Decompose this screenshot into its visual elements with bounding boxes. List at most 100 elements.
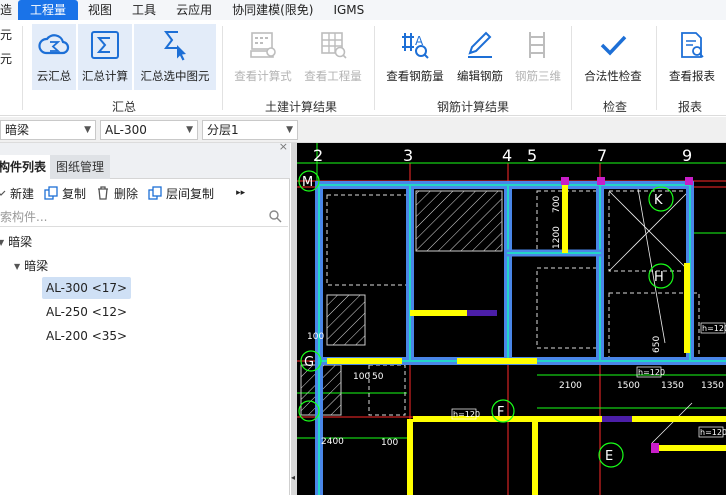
hatched-region bbox=[415, 190, 503, 252]
axis-label: G bbox=[304, 355, 314, 370]
validity-check-button[interactable]: 合法性检查 bbox=[578, 24, 648, 90]
dim-text: 1500 bbox=[617, 381, 640, 391]
dim-text: 2100 bbox=[559, 381, 582, 391]
copy-button-label: 复制 bbox=[62, 186, 87, 201]
new-button[interactable]: 新建 bbox=[0, 185, 34, 202]
menu-item-construct[interactable]: 造 bbox=[0, 3, 13, 17]
grid-label: 3 bbox=[403, 146, 413, 165]
axis-label: M bbox=[302, 175, 313, 190]
component-panel: × 构件列表 图纸管理 新建 复制 删除 层间复制 ▸▸ 搜索构件... ▼暗梁 bbox=[0, 140, 290, 495]
summary-selected-button[interactable]: 汇总选中图元 bbox=[134, 24, 216, 90]
tab-component-list[interactable]: 构件列表 bbox=[0, 155, 54, 179]
tree-item-al250[interactable]: AL-250 <12> bbox=[46, 305, 128, 319]
slab-tag: h=120 bbox=[700, 428, 726, 437]
view-rebar-qty-label: 查看钢筋量 bbox=[386, 69, 444, 83]
menu-item-igms[interactable]: IGMS bbox=[333, 3, 365, 17]
floor-copy-icon bbox=[148, 186, 162, 200]
menu-item-quantity[interactable]: 工程量 bbox=[18, 0, 79, 20]
axis-label: E bbox=[605, 449, 613, 464]
delete-button[interactable]: 删除 bbox=[96, 185, 138, 202]
sigma-icon bbox=[86, 26, 124, 64]
tree-node-group[interactable]: ▼暗梁 bbox=[14, 255, 48, 277]
tree-item-al300[interactable]: AL-300 <17> bbox=[42, 277, 132, 299]
rebar-3d-label: 钢筋三维 bbox=[515, 69, 561, 83]
component-search-input[interactable]: 搜索构件... bbox=[0, 207, 288, 227]
collapse-left-icon[interactable]: ◂ bbox=[291, 473, 296, 482]
menu-item-cloud[interactable]: 云应用 bbox=[176, 3, 213, 17]
view-report-label: 查看报表 bbox=[669, 69, 715, 83]
cad-drawing-canvas[interactable]: 2 3 4 5 7 9 M K H G F E 2100 15 bbox=[297, 143, 726, 495]
dim-text: 2400 bbox=[321, 437, 344, 447]
ribbon-cut-label-1[interactable]: 元 bbox=[0, 28, 13, 42]
slab-tag: h=120 bbox=[638, 368, 665, 377]
walls bbox=[327, 185, 726, 495]
menu-item-tools[interactable]: 工具 bbox=[132, 3, 157, 17]
axis-bubble-labels: M K H G F E bbox=[302, 175, 664, 464]
ribbon-separator bbox=[374, 26, 375, 110]
rebar-3d-button[interactable]: 钢筋三维 bbox=[511, 24, 565, 90]
tab-drawing-management[interactable]: 图纸管理 bbox=[50, 155, 111, 179]
checkmark-icon bbox=[594, 26, 632, 64]
slab-tag: h=120 bbox=[702, 324, 726, 333]
dimension-texts: 2100 1500 1350 1350 2400 100 50 100 100 … bbox=[307, 196, 724, 448]
grid-label: 4 bbox=[502, 146, 512, 165]
group-label-report: 报表 bbox=[678, 100, 703, 114]
dim-text: 650 bbox=[652, 336, 662, 353]
columns bbox=[561, 177, 693, 453]
category-select[interactable]: 暗梁 ▼ bbox=[0, 120, 96, 140]
panel-splitter[interactable]: ◂ bbox=[291, 143, 297, 495]
collapse-icon[interactable]: ▼ bbox=[0, 237, 5, 247]
search-placeholder: 搜索构件... bbox=[0, 210, 48, 224]
grid-label: 7 bbox=[597, 146, 607, 165]
calculator-icon bbox=[244, 26, 282, 64]
slab-tags: h=120 h=120 h=120 h=120 bbox=[451, 322, 726, 438]
hatched-region bbox=[326, 294, 366, 346]
chevron-down-icon: ▼ bbox=[186, 125, 193, 135]
ribbon: 元 元 云汇总 汇总计算 汇总选中图元 汇总 bbox=[0, 20, 726, 116]
search-icon[interactable] bbox=[268, 209, 282, 223]
ribbon-separator bbox=[656, 26, 657, 110]
chevron-down-icon: ▼ bbox=[84, 125, 91, 135]
summary-calc-button[interactable]: 汇总计算 bbox=[78, 24, 132, 90]
copy-button[interactable]: 复制 bbox=[44, 185, 86, 202]
layer-select[interactable]: 分层1 ▼ bbox=[202, 120, 298, 140]
cloud-summary-label: 云汇总 bbox=[36, 69, 72, 83]
filter-bar: 暗梁 ▼ AL-300 ▼ 分层1 ▼ bbox=[0, 117, 726, 143]
floor-copy-button[interactable]: 层间复制 bbox=[148, 185, 214, 202]
menu-item-view[interactable]: 视图 bbox=[88, 3, 113, 17]
trash-icon bbox=[98, 186, 109, 200]
axis-label: F bbox=[497, 405, 504, 420]
view-formula-button[interactable]: 查看计算式 bbox=[230, 24, 296, 90]
close-icon[interactable]: × bbox=[278, 140, 288, 153]
ribbon-separator bbox=[222, 26, 223, 110]
view-rebar-qty-button[interactable]: A 查看钢筋量 bbox=[383, 24, 447, 90]
cloud-sum-icon bbox=[35, 26, 73, 64]
view-quantity-button[interactable]: 查看工程量 bbox=[300, 24, 366, 90]
grid-labels-top: 2 3 4 5 7 9 bbox=[313, 146, 692, 165]
collapse-icon[interactable]: ▼ bbox=[14, 261, 21, 271]
ribbon-cut-label-2[interactable]: 元 bbox=[0, 52, 13, 66]
dropdown-icon bbox=[0, 190, 6, 196]
delete-button-label: 删除 bbox=[114, 186, 139, 201]
tree-item-al200[interactable]: AL-200 <35> bbox=[46, 329, 128, 343]
svg-text:A: A bbox=[415, 34, 424, 48]
edit-rebar-button[interactable]: 编辑钢筋 bbox=[453, 24, 507, 90]
component-select[interactable]: AL-300 ▼ bbox=[100, 120, 198, 140]
ribbon-separator bbox=[22, 26, 23, 110]
more-arrow-icon[interactable]: ▸▸ bbox=[236, 188, 246, 198]
group-label-rebar: 钢筋计算结果 bbox=[437, 100, 510, 114]
ribbon-separator bbox=[571, 26, 572, 110]
report-icon bbox=[673, 26, 711, 64]
view-report-button[interactable]: 查看报表 bbox=[662, 24, 722, 90]
floor-plan-drawing[interactable]: 2 3 4 5 7 9 M K H G F E 2100 15 bbox=[297, 143, 726, 495]
cloud-summary-button[interactable]: 云汇总 bbox=[32, 24, 76, 90]
axis-label: K bbox=[654, 193, 663, 208]
grid-search-icon bbox=[314, 26, 352, 64]
axis-bubbles bbox=[298, 170, 674, 468]
tree-node-root[interactable]: ▼暗梁 bbox=[0, 231, 32, 253]
dim-text: 700 bbox=[552, 196, 562, 213]
dim-text: 100 bbox=[381, 438, 398, 448]
concealed-beams bbox=[315, 181, 726, 495]
menu-item-collab[interactable]: 协同建模(限免) bbox=[232, 3, 314, 17]
rebar-cage-icon bbox=[519, 26, 557, 64]
